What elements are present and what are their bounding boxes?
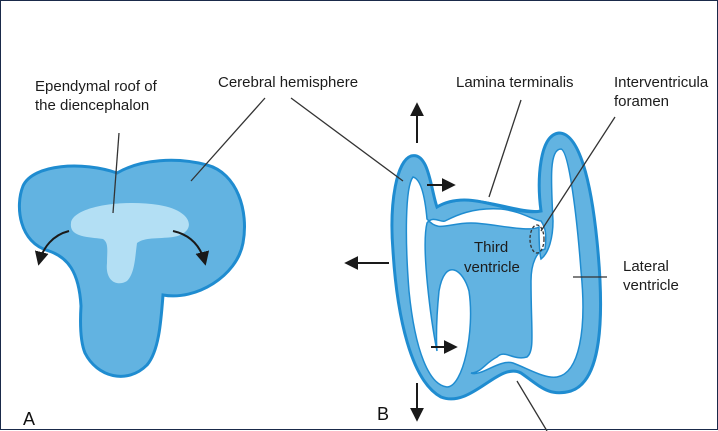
label-interventricular-line1: Interventricula <box>614 74 709 91</box>
panel-label-a: A <box>23 409 35 429</box>
leader-hemisphere-b <box>291 98 403 181</box>
label-third-ventricle-line2: ventricle <box>464 259 520 276</box>
label-ependymal-line1: Ependymal roof of <box>35 78 158 95</box>
label-third-ventricle-line1: Third <box>474 239 508 256</box>
label-cerebral-hemisphere: Cerebral hemisphere <box>218 74 358 91</box>
label-interventricular-line2: foramen <box>614 93 669 110</box>
leader-hemisphere-a <box>191 98 265 181</box>
label-lamina-terminalis: Lamina terminalis <box>456 74 574 91</box>
label-lateral-ventricle-line1: Lateral <box>623 258 669 275</box>
panel-label-b: B <box>377 404 389 424</box>
leader-lamina <box>489 100 521 197</box>
label-lateral-ventricle-line2: ventricle <box>623 277 679 294</box>
label-ependymal-line2: the diencephalon <box>35 97 149 114</box>
